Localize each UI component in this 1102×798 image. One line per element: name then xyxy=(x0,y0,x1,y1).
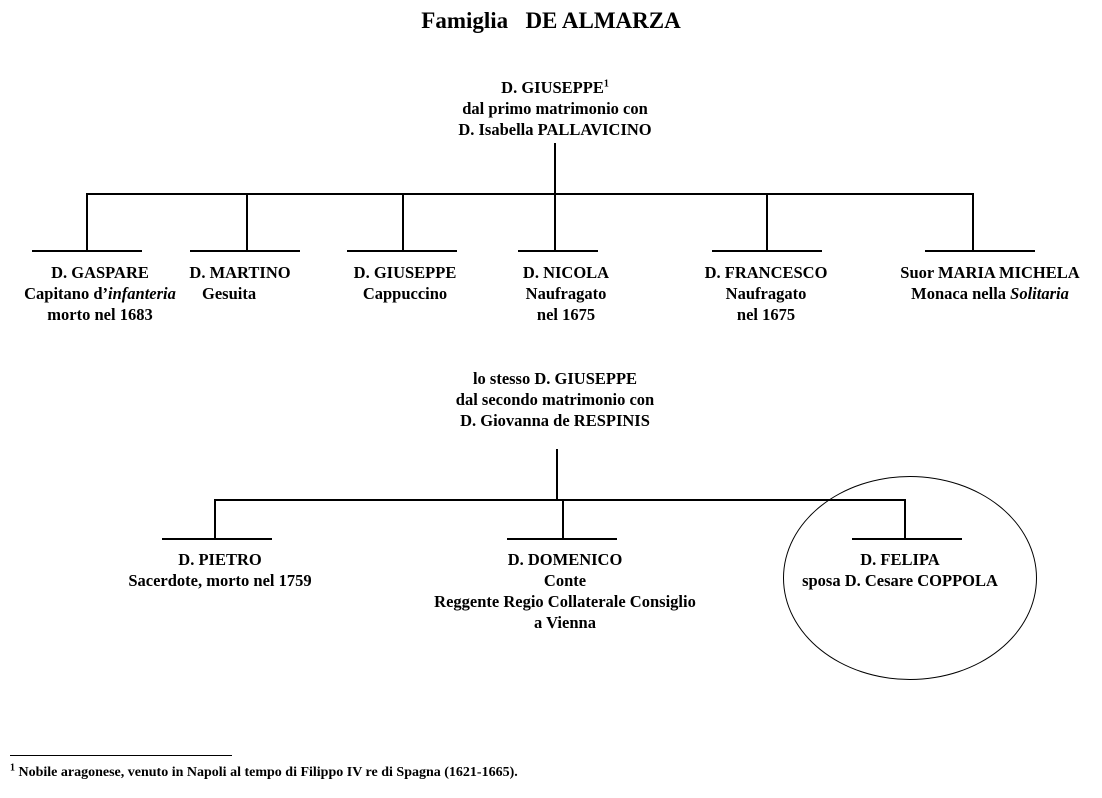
child-name: D. PIETRO xyxy=(178,550,262,569)
child-name: D. GASPARE xyxy=(51,263,149,282)
child-bar xyxy=(712,250,822,252)
child-martino: D. MARTINO Gesuita xyxy=(170,262,310,304)
child-name: D. DOMENICO xyxy=(507,550,623,569)
tree-connector xyxy=(972,193,974,251)
tree-connector xyxy=(86,193,974,195)
tree-connector xyxy=(766,193,768,251)
parent-line2: dal primo matrimonio con xyxy=(462,99,648,118)
parent-name: D. GIUSEPPE xyxy=(501,78,604,97)
page-title: Famiglia DE ALMARZA xyxy=(0,8,1102,34)
child-name: D. FRANCESCO xyxy=(704,263,828,282)
title-family: DE ALMARZA xyxy=(525,8,681,33)
parent-first-marriage: D. GIUSEPPE1 dal primo matrimonio con D.… xyxy=(400,77,710,140)
title-prefix: Famiglia xyxy=(421,8,509,33)
footnote-separator xyxy=(10,755,232,756)
tree-connector xyxy=(402,193,404,251)
tree-connector xyxy=(556,449,558,500)
highlight-circle xyxy=(783,476,1037,680)
footnote: 1 Nobile aragonese, venuto in Napoli al … xyxy=(10,762,518,781)
tree-connector xyxy=(214,499,906,501)
tree-connector xyxy=(246,193,248,251)
child-name: D. MARTINO xyxy=(189,263,291,282)
parent-second-marriage: lo stesso D. GIUSEPPE dal secondo matrim… xyxy=(455,369,655,430)
child-maria-michela: Suor MARIA MICHELA Monaca nella Solitari… xyxy=(880,262,1100,304)
tree-connector xyxy=(214,499,216,539)
child-nicola: D. NICOLA Naufragato nel 1675 xyxy=(496,262,636,325)
child-name: Suor MARIA MICHELA xyxy=(900,263,1080,282)
child-name: D. NICOLA xyxy=(522,263,610,282)
child-francesco: D. FRANCESCO Naufragato nel 1675 xyxy=(686,262,846,325)
child-bar xyxy=(190,250,300,252)
tree-connector xyxy=(562,499,564,539)
child-gaspare: D. GASPARE Capitano d’infanteria morto n… xyxy=(0,262,200,325)
footnote-text: Nobile aragonese, venuto in Napoli al te… xyxy=(18,765,518,780)
child-bar xyxy=(32,250,142,252)
child-bar xyxy=(507,538,617,540)
child-giuseppe: D. GIUSEPPE Cappuccino xyxy=(330,262,480,304)
child-bar xyxy=(347,250,457,252)
child-bar xyxy=(925,250,1035,252)
child-domenico: D. DOMENICO Conte Reggente Regio Collate… xyxy=(420,549,710,633)
child-bar xyxy=(162,538,272,540)
tree-connector xyxy=(554,143,556,251)
footnote-mark: 1 xyxy=(10,762,15,774)
child-pietro: D. PIETRO Sacerdote, morto nel 1759 xyxy=(100,549,340,591)
parent-line3: D. Isabella PALLAVICINO xyxy=(458,120,652,139)
tree-connector xyxy=(86,193,88,251)
footnote-ref: 1 xyxy=(603,78,609,90)
child-bar xyxy=(518,250,598,252)
child-name: D. GIUSEPPE xyxy=(353,263,457,282)
